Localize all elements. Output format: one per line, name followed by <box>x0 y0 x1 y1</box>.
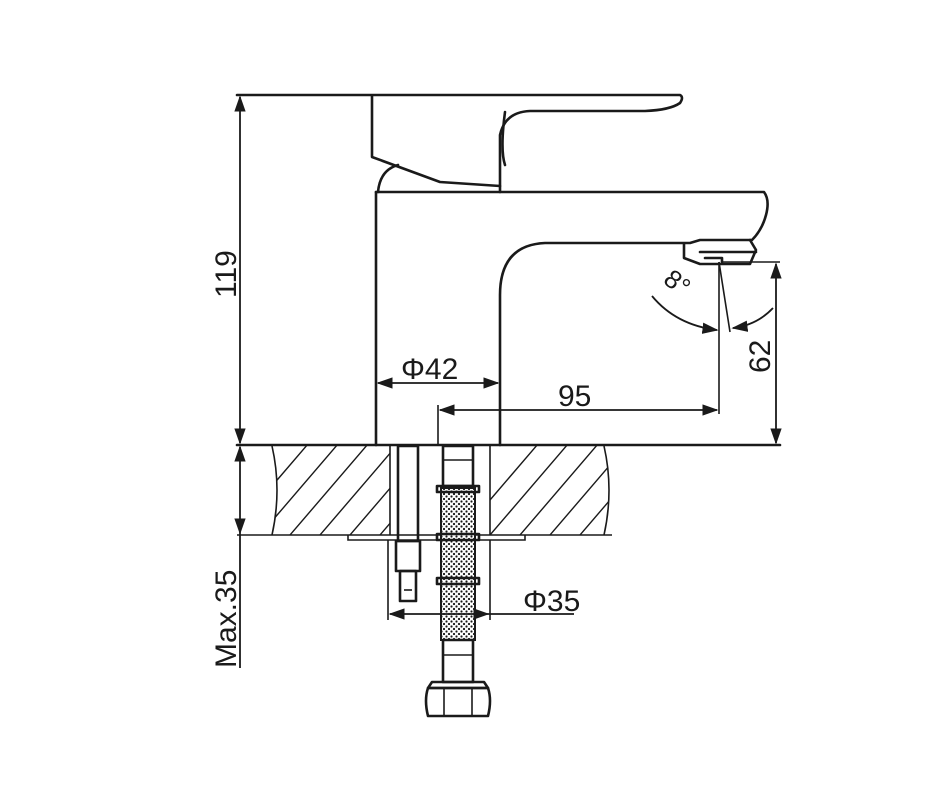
dimension-total-height: 119 <box>210 95 246 445</box>
handle-lever <box>235 93 684 188</box>
spout-height-label: 62 <box>744 340 777 373</box>
dimension-spout-height: 62 <box>722 261 782 445</box>
aerator <box>682 238 758 266</box>
base-diameter-label: Φ42 <box>401 353 458 386</box>
dimension-counter-thickness: Max.35 <box>210 445 246 668</box>
dimension-base-diameter: Φ42 <box>376 353 500 389</box>
spout-angle-label: 8° <box>658 263 696 302</box>
dimension-spout-reach: 95 <box>437 262 720 445</box>
counter-thickness-label: Max.35 <box>210 570 243 668</box>
spout-reach-label: 95 <box>558 380 591 413</box>
flexible-hose <box>424 444 492 718</box>
handle-detail <box>501 110 507 167</box>
dimension-hole-diameter: Φ35 <box>387 540 580 620</box>
total-height-label: 119 <box>210 250 243 298</box>
faucet-body <box>235 93 782 447</box>
mounting-rod <box>394 444 422 603</box>
hole-diameter-label: Φ35 <box>523 585 580 618</box>
cartridge-dome <box>376 163 502 194</box>
spout-outline <box>374 190 769 447</box>
dimension-spout-angle: 8° <box>651 261 774 334</box>
